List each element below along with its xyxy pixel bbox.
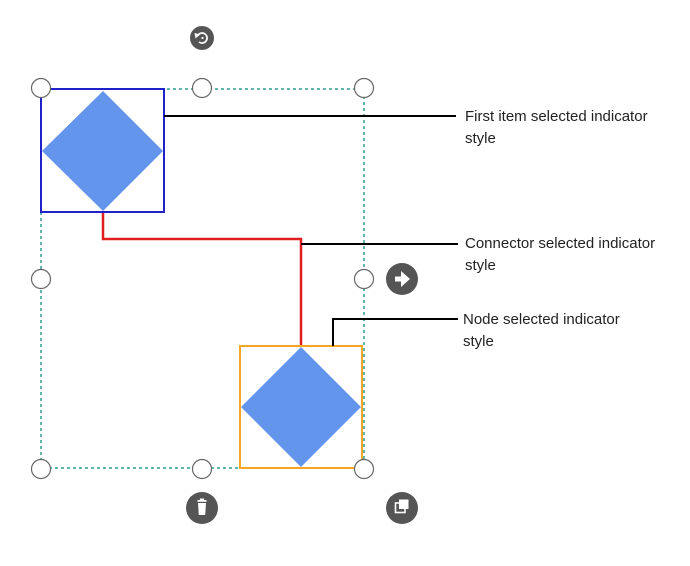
rotate-button[interactable]: [190, 26, 214, 50]
delete-button[interactable]: [186, 492, 218, 524]
clone-button[interactable]: [386, 492, 418, 524]
first-item-selected-indicator: [40, 88, 165, 213]
resize-handle-middle-left[interactable]: [30, 268, 52, 290]
connector[interactable]: [101, 212, 303, 346]
resize-handle-bottom-left[interactable]: [30, 458, 52, 480]
diamond-node-2[interactable]: [241, 347, 361, 467]
resize-handle-bottom-right[interactable]: [353, 458, 375, 480]
copy-icon: [394, 499, 409, 514]
trash-icon: [197, 498, 207, 515]
resize-handle-bottom-center[interactable]: [191, 458, 213, 480]
diamond-node-1[interactable]: [42, 91, 163, 211]
resize-handle-top-right[interactable]: [353, 77, 375, 99]
rotate-icon: [194, 32, 208, 44]
arrow-right-icon: [395, 271, 410, 287]
connect-button[interactable]: [386, 263, 418, 295]
callout-label-connector: Connector selected indicator style: [465, 235, 656, 274]
resize-handle-top-center[interactable]: [191, 77, 213, 99]
callout-label-node: Node selected indicator style: [463, 311, 620, 350]
resize-handle-top-left[interactable]: [30, 77, 52, 99]
node-selected-indicator: [239, 345, 363, 469]
resize-handle-middle-right[interactable]: [353, 268, 375, 290]
callout-label-first-item: First item selected indicator style: [465, 108, 648, 147]
callout-line-node: [332, 318, 458, 346]
